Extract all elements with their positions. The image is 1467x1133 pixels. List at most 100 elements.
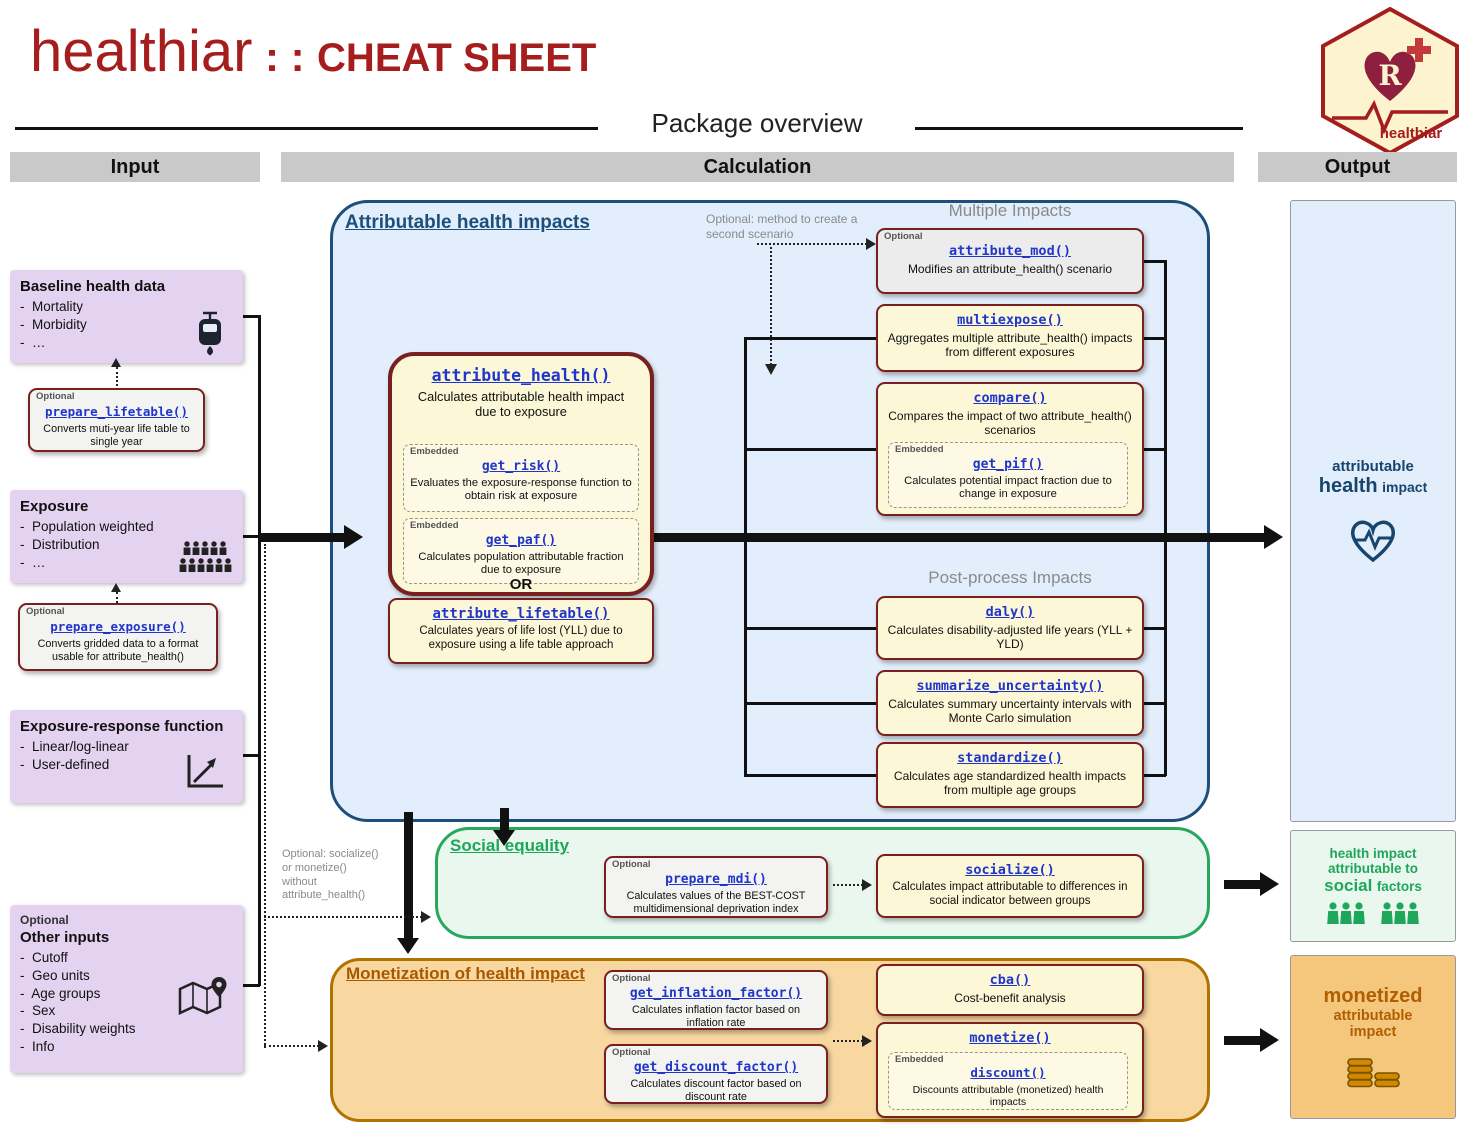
prepare-lifetable-link[interactable]: prepare_lifetable() [45, 404, 188, 419]
get-inflation-factor-link[interactable]: get_inflation_factor() [629, 986, 803, 1001]
other-input-item: Geo units [20, 967, 233, 985]
get-paf-box: Embedded get_paf() Calculates population… [403, 518, 639, 584]
optional-dotted-line [116, 592, 118, 603]
get-pif-link[interactable]: get_pif() [972, 457, 1044, 472]
get-pif-box: Embedded get_pif() Calculates potential … [888, 442, 1128, 508]
output-monetized-line3: impact [1349, 1023, 1397, 1040]
overview-rule-right [915, 127, 1243, 130]
branch-line [744, 448, 876, 451]
embedded-label: Embedded [410, 446, 459, 457]
title-brand: healthiar [30, 19, 253, 84]
dotted-arrowhead [421, 911, 431, 923]
optional-label: Optional [612, 1047, 651, 1058]
overview-heading: Package overview [651, 108, 863, 138]
get-discount-factor-box: Optional get_discount_factor() Calculate… [604, 1044, 828, 1104]
optional-dotted-line [833, 1040, 863, 1042]
connector [258, 315, 261, 986]
logo-wordmark: healthiar [1380, 125, 1443, 142]
optional-socialize-note: Optional: socialize() or monetize() with… [282, 848, 379, 902]
attribute-health-desc: Calculates attributable health impact du… [417, 389, 625, 420]
compare-link[interactable]: compare() [973, 390, 1047, 406]
prepare-mdi-desc: Calculates values of the BEST-COST multi… [626, 890, 806, 915]
compare-box: compare() Compares the impact of two att… [876, 382, 1144, 516]
people-group-icon [1327, 902, 1419, 924]
erf-item: User-defined [20, 756, 233, 774]
monetize-link[interactable]: monetize() [969, 1030, 1051, 1046]
other-inputs-box: Optional Other inputs Cutoff Geo units A… [10, 905, 243, 1073]
output-monetized-line2: attributable [1333, 1007, 1413, 1024]
optional-label: Optional [26, 606, 65, 617]
compare-desc: Compares the impact of two attribute_hea… [888, 409, 1132, 438]
column-header-calculation: Calculation [281, 152, 1234, 182]
branch-line [1144, 260, 1166, 263]
get-risk-link[interactable]: get_risk() [481, 459, 561, 474]
multiexpose-link[interactable]: multiexpose() [957, 312, 1063, 328]
get-paf-link[interactable]: get_paf() [485, 533, 557, 548]
get-risk-box: Embedded get_risk() Evaluates the exposu… [403, 444, 639, 512]
dotted-arrowhead [866, 238, 876, 250]
optional-label: Optional [612, 973, 651, 984]
optional-dotted-line [264, 544, 266, 1048]
discount-link[interactable]: discount() [970, 1065, 1046, 1080]
standardize-box: standardize() Calculates age standardize… [876, 742, 1144, 808]
attribute-lifetable-link[interactable]: attribute_lifetable() [432, 606, 610, 622]
attribute-mod-link[interactable]: attribute_mod() [949, 243, 1071, 259]
summarize-uncertainty-box: summarize_uncertainty() Calculates summa… [876, 670, 1144, 736]
optional-dotted-line [757, 243, 867, 245]
ekg-line-icon [1332, 99, 1448, 135]
erf-title: Exposure-response function [20, 718, 224, 735]
optional-dotted-line [264, 1045, 319, 1047]
socialize-box: socialize() Calculates impact attributab… [876, 854, 1144, 918]
standardize-link[interactable]: standardize() [957, 750, 1063, 766]
optional-method-note: Optional: method to create a second scen… [706, 212, 858, 241]
baseline-item: … [20, 334, 233, 352]
prepare-exposure-link[interactable]: prepare_exposure() [50, 619, 186, 634]
monetization-title: Monetization of health impact [346, 964, 585, 983]
baseline-health-data-box: Baseline health data Mortality Morbidity… [10, 270, 243, 363]
attribute-health-link[interactable]: attribute_health() [431, 366, 611, 385]
other-inputs-title: Other inputs [20, 929, 110, 946]
get-pif-desc: Calculates potential impact fraction due… [904, 475, 1112, 501]
output-monetized-line1: monetized [1323, 984, 1423, 1007]
postprocess-heading: Post-process Impacts [928, 568, 1092, 587]
attributable-impacts-title: Attributable health impacts [345, 212, 590, 233]
summarize-uncertainty-link[interactable]: summarize_uncertainty() [916, 678, 1104, 694]
branch-line [1164, 260, 1167, 776]
chart-icon [187, 755, 223, 788]
branch-line [744, 702, 876, 705]
coins-icon [1347, 1057, 1400, 1087]
column-header-input: Input [10, 152, 260, 182]
optional-label: Optional [36, 391, 75, 402]
daly-desc: Calculates disability-adjusted life year… [887, 623, 1133, 652]
prepare-mdi-box: Optional prepare_mdi() Calculates values… [604, 856, 828, 918]
logo-heart-icon [1364, 51, 1416, 101]
multiple-impacts-heading: Multiple Impacts [948, 201, 1072, 220]
branch-line [1144, 448, 1166, 451]
prepare-mdi-link[interactable]: prepare_mdi() [665, 872, 767, 887]
daly-link[interactable]: daly() [985, 604, 1035, 620]
overview-rule-left [15, 127, 598, 130]
cba-link[interactable]: cba() [989, 972, 1031, 988]
embedded-label: Embedded [895, 444, 944, 455]
other-input-item: Age groups [20, 985, 233, 1003]
to-monetization-arrowhead [397, 938, 419, 954]
exposure-title: Exposure [20, 498, 89, 515]
title-subtitle: CHEAT SHEET [317, 36, 597, 80]
branch-line [1144, 337, 1166, 340]
dotted-arrowhead [111, 583, 121, 592]
output-social-box [1290, 830, 1456, 942]
daly-box: daly() Calculates disability-adjusted li… [876, 596, 1144, 660]
get-discount-factor-link[interactable]: get_discount_factor() [633, 1060, 799, 1075]
dotted-arrowhead [862, 1035, 872, 1047]
input-to-calc-arrowhead [344, 525, 363, 549]
socialize-link[interactable]: socialize() [965, 862, 1055, 878]
branch-line [1144, 774, 1166, 777]
healthiar-logo: R healthiar [1321, 6, 1459, 156]
optional-label: Optional [884, 231, 923, 242]
attribute-lifetable-desc: Calculates years of life lost (YLL) due … [419, 625, 623, 651]
optional-dotted-line [116, 367, 118, 386]
attribute-mod-box: Optional attribute_mod() Modifies an att… [876, 228, 1144, 294]
connector [243, 315, 260, 318]
monetized-output-arrow [1224, 1036, 1262, 1045]
output-monetized-content: monetized attributable impact [1290, 955, 1456, 1119]
